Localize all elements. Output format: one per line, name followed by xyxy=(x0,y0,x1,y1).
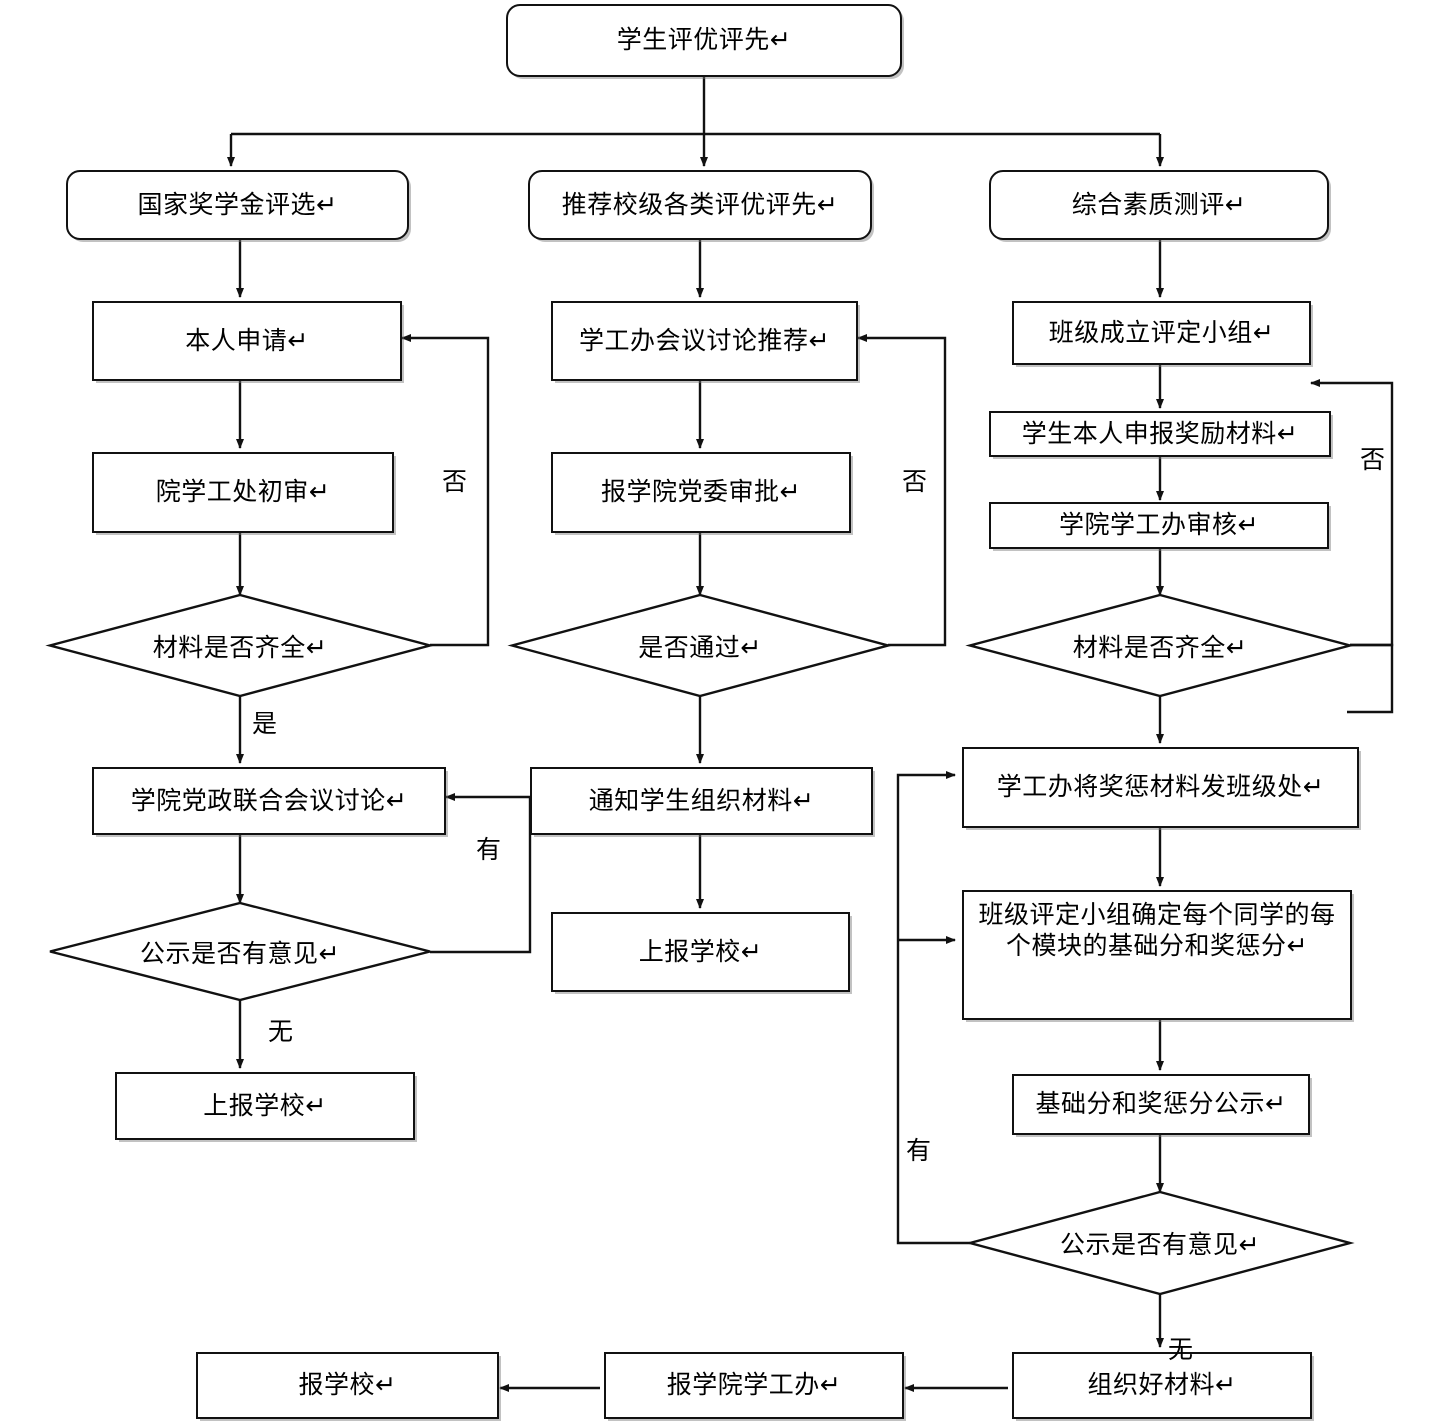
node-label: 班级成立评定小组↵ xyxy=(1048,317,1275,347)
node-footer-report-to-school[interactable]: 报学校↵ xyxy=(196,1352,499,1419)
node-branch-comprehensive-quality-assessment[interactable]: 综合素质测评↵ xyxy=(989,170,1329,240)
node-label: 学工办将奖惩材料发班级处↵ xyxy=(996,772,1325,802)
edge-label-mid-no: 否 xyxy=(902,467,928,496)
node-label: 报学院党委审批↵ xyxy=(601,477,801,507)
node-right-send-reward-punishment-materials-to-class[interactable]: 学工办将奖惩材料发班级处↵ xyxy=(962,747,1359,828)
node-left-party-government-joint-meeting[interactable]: 学院党政联合会议讨论↵ xyxy=(92,767,446,835)
edge-label-left-has-objection: 有 xyxy=(476,835,502,864)
node-label: 通知学生组织材料↵ xyxy=(588,785,815,815)
node-branch-school-level-recommendation[interactable]: 推荐校级各类评优评先↵ xyxy=(528,170,872,240)
node-root-student-evaluation[interactable]: 学生评优评先↵ xyxy=(506,4,902,77)
edge-label-right-no-objection: 无 xyxy=(1168,1335,1194,1364)
node-label: 学工办会议讨论推荐↵ xyxy=(579,325,830,355)
node-branch-national-scholarship[interactable]: 国家奖学金评选↵ xyxy=(66,170,409,240)
node-right-student-submits-award-materials[interactable]: 学生本人申报奖励材料↵ xyxy=(989,411,1331,457)
edge-label-left-yes: 是 xyxy=(252,709,278,738)
node-label: 学生评优评先↵ xyxy=(616,25,792,55)
decision-left-materials-complete[interactable]: 材料是否齐全↵ xyxy=(45,593,435,698)
node-label: 基础分和奖惩分公示↵ xyxy=(1035,1089,1287,1119)
node-left-college-student-affairs-first-review[interactable]: 院学工处初审↵ xyxy=(92,452,394,533)
node-right-class-forms-assessment-group[interactable]: 班级成立评定小组↵ xyxy=(1012,301,1311,365)
decision-right-public-notice-objections[interactable]: 公示是否有意见↵ xyxy=(965,1190,1355,1296)
decision-left-public-notice-objections[interactable]: 公示是否有意见↵ xyxy=(49,901,431,1002)
decision-right-materials-complete[interactable]: 材料是否齐全↵ xyxy=(965,593,1355,698)
node-right-organize-materials[interactable]: 组织好材料↵ xyxy=(1012,1352,1312,1419)
node-right-publicize-base-and-reward-scores[interactable]: 基础分和奖惩分公示↵ xyxy=(1012,1074,1310,1135)
node-label: 上报学校↵ xyxy=(203,1090,327,1120)
node-left-report-to-school[interactable]: 上报学校↵ xyxy=(115,1072,415,1140)
node-label: 学生本人申报奖励材料↵ xyxy=(1021,418,1299,448)
decision-mid-passed[interactable]: 是否通过↵ xyxy=(507,593,893,698)
node-mid-report-to-school[interactable]: 上报学校↵ xyxy=(551,912,850,992)
node-label: 上报学校↵ xyxy=(638,936,763,966)
node-right-class-group-determines-scores[interactable]: 班级评定小组确定每个同学的每个模块的基础分和奖惩分↵ xyxy=(962,890,1352,1020)
node-label: 推荐校级各类评优评先↵ xyxy=(561,189,839,219)
node-label: 学院学工办审核↵ xyxy=(1059,510,1259,540)
node-label: 院学工处初审↵ xyxy=(155,477,331,507)
edge-label-left-no: 否 xyxy=(442,467,468,496)
edge-label-left-no-objection: 无 xyxy=(268,1017,294,1046)
node-footer-report-to-college-student-affairs[interactable]: 报学院学工办↵ xyxy=(604,1352,904,1419)
node-label: 综合素质测评↵ xyxy=(1071,189,1247,219)
node-label: 报学校↵ xyxy=(298,1370,397,1400)
edge-label-right-has-objection: 有 xyxy=(906,1136,932,1165)
node-mid-notify-students-prepare-materials[interactable]: 通知学生组织材料↵ xyxy=(530,767,873,835)
node-mid-student-affairs-meeting-recommend[interactable]: 学工办会议讨论推荐↵ xyxy=(551,301,858,381)
node-label: 班级评定小组确定每个同学的每个模块的基础分和奖惩分↵ xyxy=(978,900,1336,960)
node-right-college-student-affairs-review[interactable]: 学院学工办审核↵ xyxy=(989,502,1329,549)
node-label: 本人申请↵ xyxy=(185,325,309,355)
edge-label-right-no: 否 xyxy=(1360,445,1386,474)
node-label: 报学院学工办↵ xyxy=(666,1370,842,1400)
node-label: 国家奖学金评选↵ xyxy=(137,189,338,219)
node-mid-report-to-college-party-committee[interactable]: 报学院党委审批↵ xyxy=(551,452,851,533)
node-label: 学院党政联合会议讨论↵ xyxy=(130,785,408,815)
node-label: 组织好材料↵ xyxy=(1087,1370,1237,1400)
node-left-personal-application[interactable]: 本人申请↵ xyxy=(92,301,402,381)
